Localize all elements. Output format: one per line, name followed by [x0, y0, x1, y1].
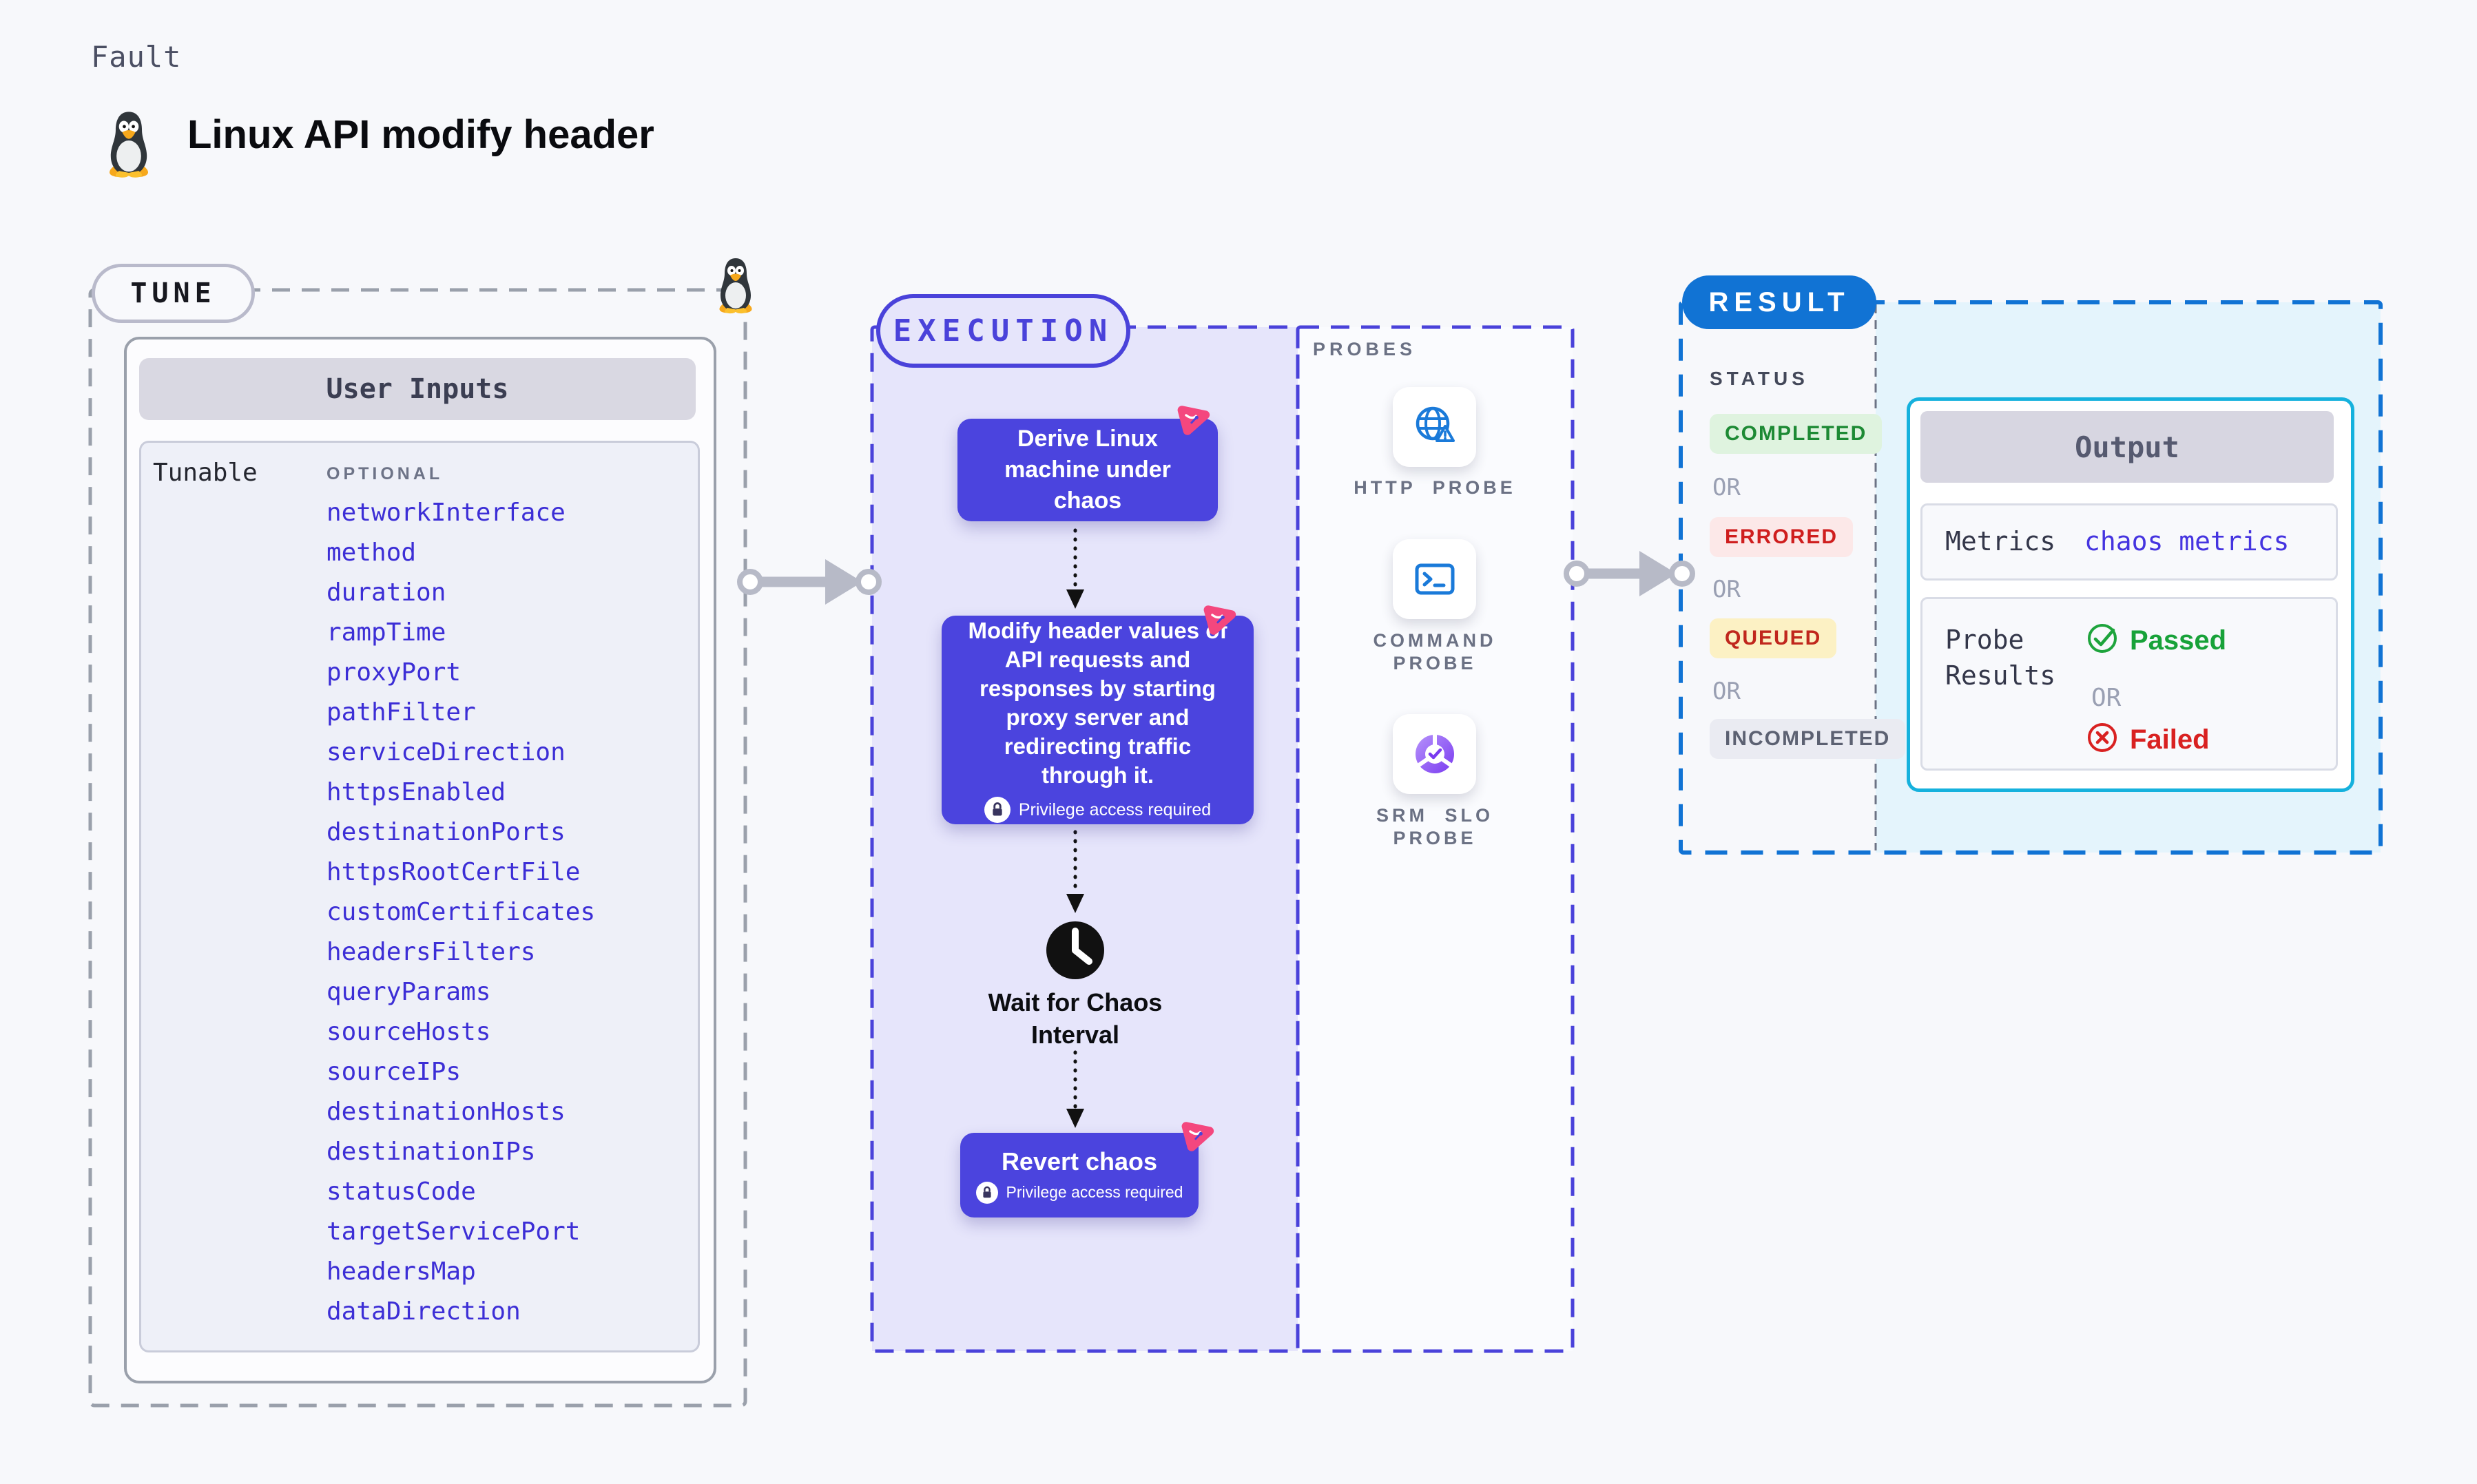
- chaos-badge-icon: [1177, 1113, 1219, 1156]
- tune-section-pill: TUNE: [92, 264, 255, 323]
- status-badge-queued: QUEUED: [1710, 618, 1837, 658]
- command-probe-card[interactable]: [1393, 539, 1476, 619]
- failed-label: Failed: [2130, 724, 2210, 755]
- status-badge-incompleted: INCOMPLETED: [1710, 719, 1906, 759]
- lock-icon: [984, 796, 1011, 823]
- tunable-link[interactable]: destinationPorts: [327, 818, 566, 846]
- page-title: Linux API modify header: [187, 112, 654, 157]
- chaos-badge-icon: [1172, 397, 1215, 439]
- tunable-link[interactable]: proxyPort: [327, 658, 462, 687]
- lock-icon: [975, 1181, 998, 1204]
- status-badge-errored: ERRORED: [1710, 517, 1854, 557]
- privilege-row: Privilege access required: [984, 795, 1211, 824]
- srm-slo-probe-card[interactable]: [1393, 714, 1476, 794]
- passed-check-icon: [2088, 624, 2117, 653]
- or-label: OR: [1712, 474, 1741, 501]
- tunable-link[interactable]: method: [327, 539, 417, 567]
- status-label: STATUS: [1710, 368, 1809, 389]
- clock-icon: [1046, 921, 1104, 979]
- tunable-link[interactable]: targetServicePort: [327, 1217, 581, 1246]
- metrics-label: Metrics: [1945, 526, 2056, 556]
- tunable-link[interactable]: customCertificates: [327, 898, 596, 926]
- tunable-link[interactable]: networkInterface: [327, 499, 566, 527]
- modify-step-box: Modify header values of API requests and…: [942, 616, 1254, 824]
- derive-step-text: Derive Linux machine under chaos: [1004, 426, 1171, 514]
- privilege-row: Privilege access required: [975, 1181, 1183, 1204]
- tunable-link[interactable]: destinationHosts: [327, 1098, 566, 1126]
- probes-section-label: PROBES: [1313, 339, 1417, 359]
- tunable-list: networkInterface method duration rampTime pr…: [327, 493, 685, 1332]
- tunable-link[interactable]: destinationIPs: [327, 1138, 536, 1166]
- modify-step-text: Modify header values of API requests and…: [968, 617, 1227, 788]
- result-section-pill: RESULT: [1682, 275, 1876, 329]
- command-probe-label: COMMAND PROBE: [1373, 630, 1497, 673]
- tunable-link[interactable]: pathFilter: [327, 698, 476, 727]
- output-header: Output: [1920, 411, 2334, 483]
- optional-label: OPTIONAL: [327, 464, 444, 483]
- failed-cross-icon: [2088, 723, 2117, 752]
- tune-pill-label: TUNE: [130, 278, 216, 309]
- chaos-metrics-link[interactable]: chaos metrics: [2084, 526, 2290, 556]
- srm-slo-probe-label: SRM SLO PROBE: [1376, 805, 1493, 848]
- tunable-link[interactable]: rampTime: [327, 618, 446, 647]
- tunable-link[interactable]: sourceIPs: [327, 1058, 462, 1086]
- wait-step-text: Wait for Chaos Interval: [988, 988, 1163, 1049]
- execution-section-pill: EXECUTION: [876, 294, 1130, 368]
- tunable-link[interactable]: dataDirection: [327, 1297, 521, 1326]
- status-badge-completed: COMPLETED: [1710, 414, 1883, 454]
- or-label: OR: [1712, 576, 1741, 603]
- tunable-link[interactable]: serviceDirection: [327, 738, 566, 766]
- privilege-note: Privilege access required: [1018, 800, 1212, 819]
- execution-pill-label: EXECUTION: [893, 313, 1114, 348]
- http-probe-icon: [1416, 406, 1455, 442]
- result-pill-label: RESULT: [1708, 286, 1850, 317]
- revert-step-box: Revert chaos Privilege access required: [960, 1133, 1199, 1217]
- linux-tux-icon: [109, 112, 149, 178]
- http-probe-label: HTTP PROBE: [1354, 477, 1516, 498]
- probe-results-label: Probe Results: [1945, 625, 2056, 691]
- revert-step-text: Revert chaos: [1001, 1147, 1158, 1175]
- or-label: OR: [2091, 684, 2122, 712]
- user-inputs-header: User Inputs: [139, 358, 696, 420]
- privilege-note: Privilege access required: [1006, 1183, 1183, 1201]
- tunable-link[interactable]: httpsRootCertFile: [327, 858, 581, 886]
- linux-tux-icon-small: [719, 258, 752, 314]
- tunable-link[interactable]: statusCode: [327, 1178, 476, 1206]
- http-probe-card[interactable]: [1393, 387, 1476, 467]
- chaos-badge-icon: [1199, 596, 1241, 639]
- srm-slo-probe-icon: [1415, 733, 1454, 773]
- tunable-link[interactable]: httpsEnabled: [327, 778, 506, 806]
- or-label: OR: [1712, 678, 1741, 705]
- tunable-row-label: Tunable: [153, 459, 258, 487]
- passed-label: Passed: [2130, 625, 2227, 656]
- tunable-link[interactable]: sourceHosts: [327, 1018, 491, 1046]
- command-probe-icon: [1415, 563, 1454, 595]
- tunable-link[interactable]: queryParams: [327, 978, 491, 1006]
- tunable-link[interactable]: headersFilters: [327, 938, 536, 966]
- tunable-link[interactable]: headersMap: [327, 1257, 476, 1286]
- tunable-link[interactable]: duration: [327, 578, 446, 607]
- fault-kicker: Fault: [91, 40, 182, 74]
